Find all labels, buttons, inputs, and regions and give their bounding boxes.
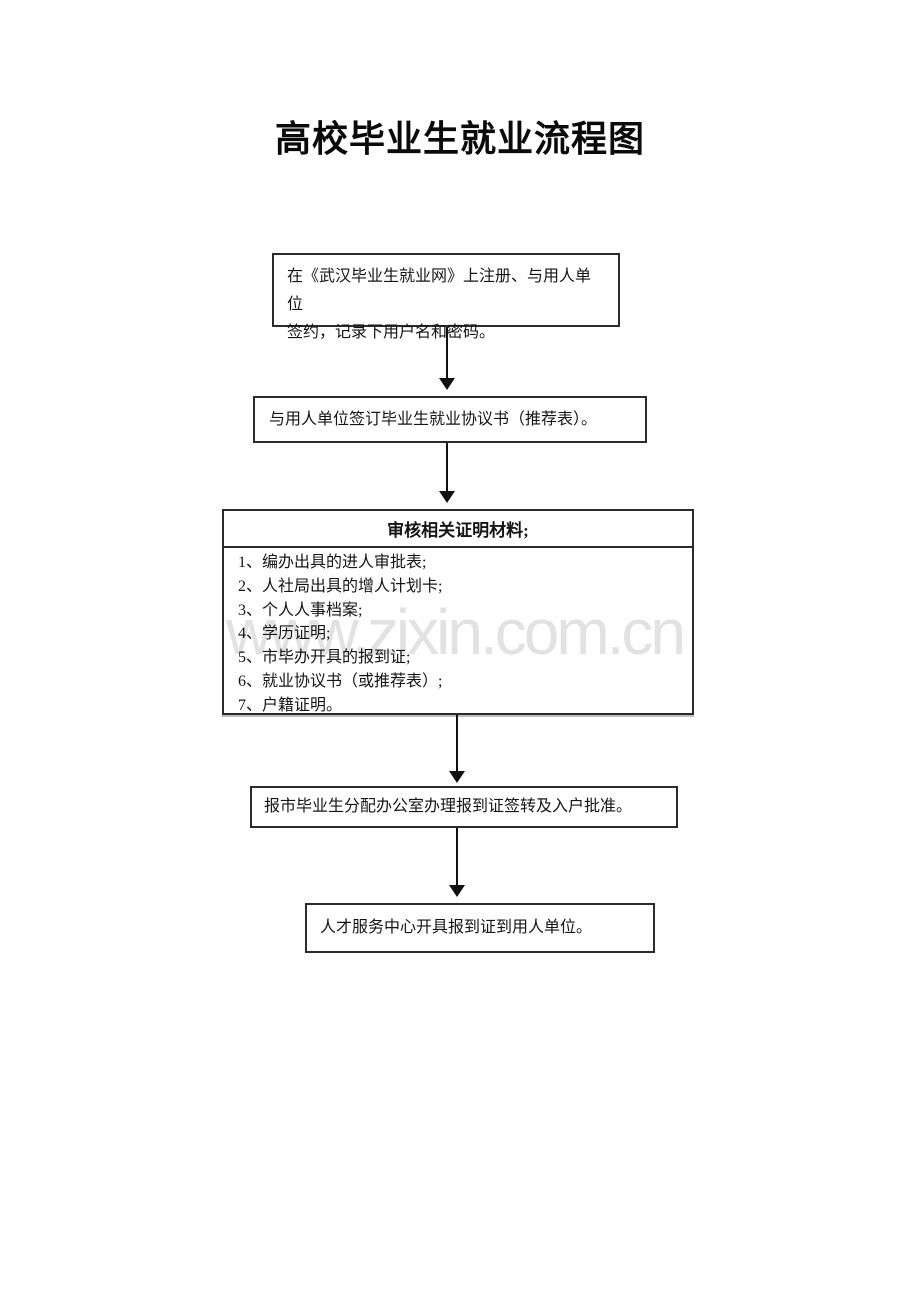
flow-step-1-box: 在《武汉毕业生就业网》上注册、与用人单位 签约，记录下用户名和密码。: [272, 253, 620, 341]
material-item-5: 5、市毕办开具的报到证;: [238, 649, 411, 667]
material-item-4: 4、学历证明;: [238, 625, 331, 643]
arrow-head-icon: [439, 378, 455, 390]
arrow-shaft: [456, 715, 458, 771]
flow-step-2-text: 与用人单位签订毕业生就业协议书（推荐表）。: [269, 410, 598, 428]
material-item-7: 7、户籍证明。: [238, 696, 343, 714]
arrow-head-icon: [449, 771, 465, 783]
materials-header: 审核相关证明材料;: [224, 511, 692, 548]
page-title: 高校毕业生就业流程图: [274, 119, 645, 159]
material-item-6: 6、就业协议书（或推荐表）;: [238, 672, 443, 690]
flow-step-4-box: 报市毕业生分配办公室办理报到证签转及入户批准。: [250, 786, 678, 828]
flow-step-1-text: 在《武汉毕业生就业网》上注册、与用人单位 签约，记录下用户名和密码。: [287, 268, 592, 341]
materials-list: 1、编办出具的进人审批表; 2、人社局出具的增人计划卡; 3、个人人事档案; 4…: [224, 548, 692, 718]
arrow-head-icon: [439, 491, 455, 503]
flow-step-5-box: 人才服务中心开具报到证到用人单位。: [305, 903, 655, 953]
arrow-shaft: [446, 443, 448, 491]
material-item-3: 3、个人人事档案;: [238, 601, 363, 619]
flow-step-4-text: 报市毕业生分配办公室办理报到证签转及入户批准。: [264, 798, 633, 815]
flow-step-5-text: 人才服务中心开具报到证到用人单位。: [320, 919, 593, 936]
material-item-1: 1、编办出具的进人审批表;: [238, 554, 427, 571]
arrow-head-icon: [449, 885, 465, 897]
arrow-shaft: [446, 327, 448, 378]
arrow-shaft: [456, 828, 458, 885]
flow-step-2-box: 与用人单位签订毕业生就业协议书（推荐表）。: [253, 396, 647, 443]
material-item-2: 2、人社局出具的增人计划卡;: [238, 577, 443, 595]
watermark: www.zixin.com.cn: [226, 596, 686, 668]
flow-step-3-box: 审核相关证明材料; 1、编办出具的进人审批表; 2、人社局出具的增人计划卡; 3…: [222, 509, 694, 715]
